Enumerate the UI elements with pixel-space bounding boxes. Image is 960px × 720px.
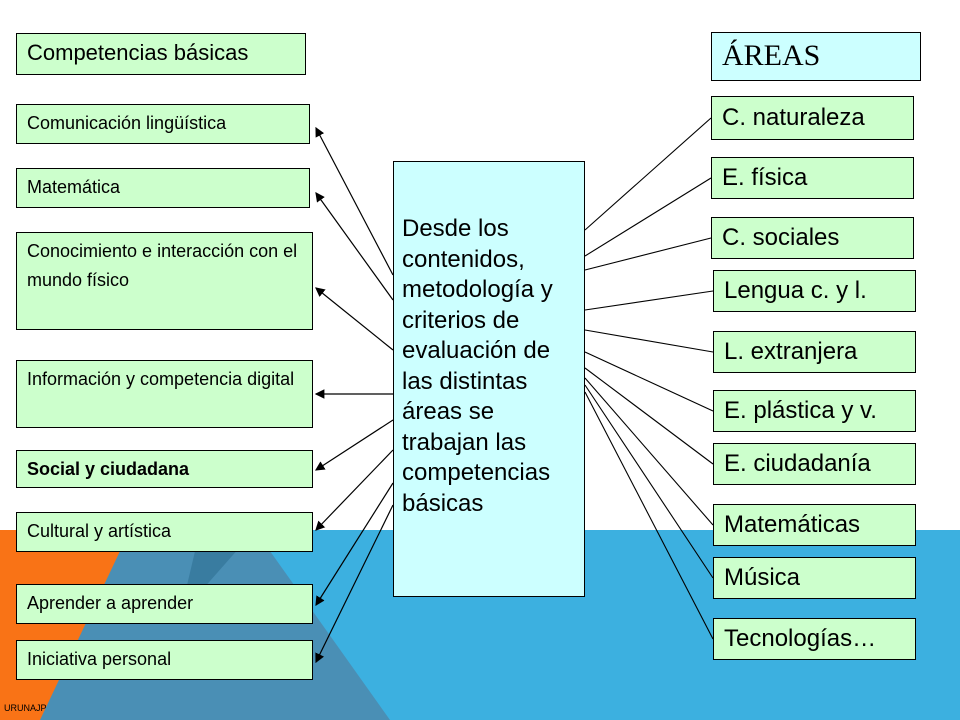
areas-header-label: ÁREAS (722, 39, 821, 72)
competencias-header-label: Competencias básicas (27, 40, 249, 65)
area-musica: Música (713, 557, 916, 599)
footer-tag: URUNAJP (4, 703, 47, 713)
area-matematicas: Matemáticas (713, 504, 916, 546)
competencia-label: Comunicación lingüística (27, 113, 227, 133)
areas-header: ÁREAS (711, 32, 921, 81)
area-tecnologias: Tecnologías… (713, 618, 916, 660)
area-label: L. extranjera (724, 338, 858, 365)
competencia-label: Conocimiento e interacción con el mundo … (27, 241, 298, 290)
competencia-informacion: Información y competencia digital (16, 360, 313, 428)
competencia-label: Cultural y artística (27, 521, 172, 541)
area-label: E. ciudadanía (724, 450, 871, 477)
competencia-matematica: Matemática (16, 168, 310, 208)
competencia-social: Social y ciudadana (16, 450, 313, 488)
competencia-aprender: Aprender a aprender (16, 584, 313, 624)
competencia-label: Información y competencia digital (27, 369, 295, 389)
area-l-extranjera: L. extranjera (713, 331, 916, 373)
area-e-fisica: E. física (711, 157, 914, 199)
area-label: Tecnologías… (724, 625, 877, 652)
area-c-sociales: C. sociales (711, 217, 914, 259)
area-label: C. sociales (722, 224, 840, 251)
area-label: E. plástica y v. (724, 397, 877, 424)
competencias-header: Competencias básicas (16, 33, 306, 75)
competencia-cultural: Cultural y artística (16, 512, 313, 552)
area-label: Música (724, 564, 801, 591)
area-label: E. física (722, 164, 808, 191)
competencia-label: Social y ciudadana (27, 459, 190, 479)
center-description-text: Desde los contenidos, metodología y crit… (402, 215, 553, 517)
area-c-naturaleza: C. naturaleza (711, 96, 914, 140)
area-e-plastica: E. plástica y v. (713, 390, 916, 432)
area-label: Matemáticas (724, 511, 861, 538)
center-description: Desde los contenidos, metodología y crit… (393, 161, 585, 597)
competencia-label: Iniciativa personal (27, 649, 172, 669)
competencia-label: Matemática (27, 177, 121, 197)
competencia-iniciativa: Iniciativa personal (16, 640, 313, 680)
area-label: Lengua c. y l. (724, 277, 867, 304)
competencia-comunicacion: Comunicación lingüística (16, 104, 310, 144)
area-e-ciudadania: E. ciudadanía (713, 443, 916, 485)
competencia-conocimiento: Conocimiento e interacción con el mundo … (16, 232, 313, 330)
area-label: C. naturaleza (722, 104, 865, 131)
area-lengua: Lengua c. y l. (713, 270, 916, 312)
competencia-label: Aprender a aprender (27, 593, 194, 613)
